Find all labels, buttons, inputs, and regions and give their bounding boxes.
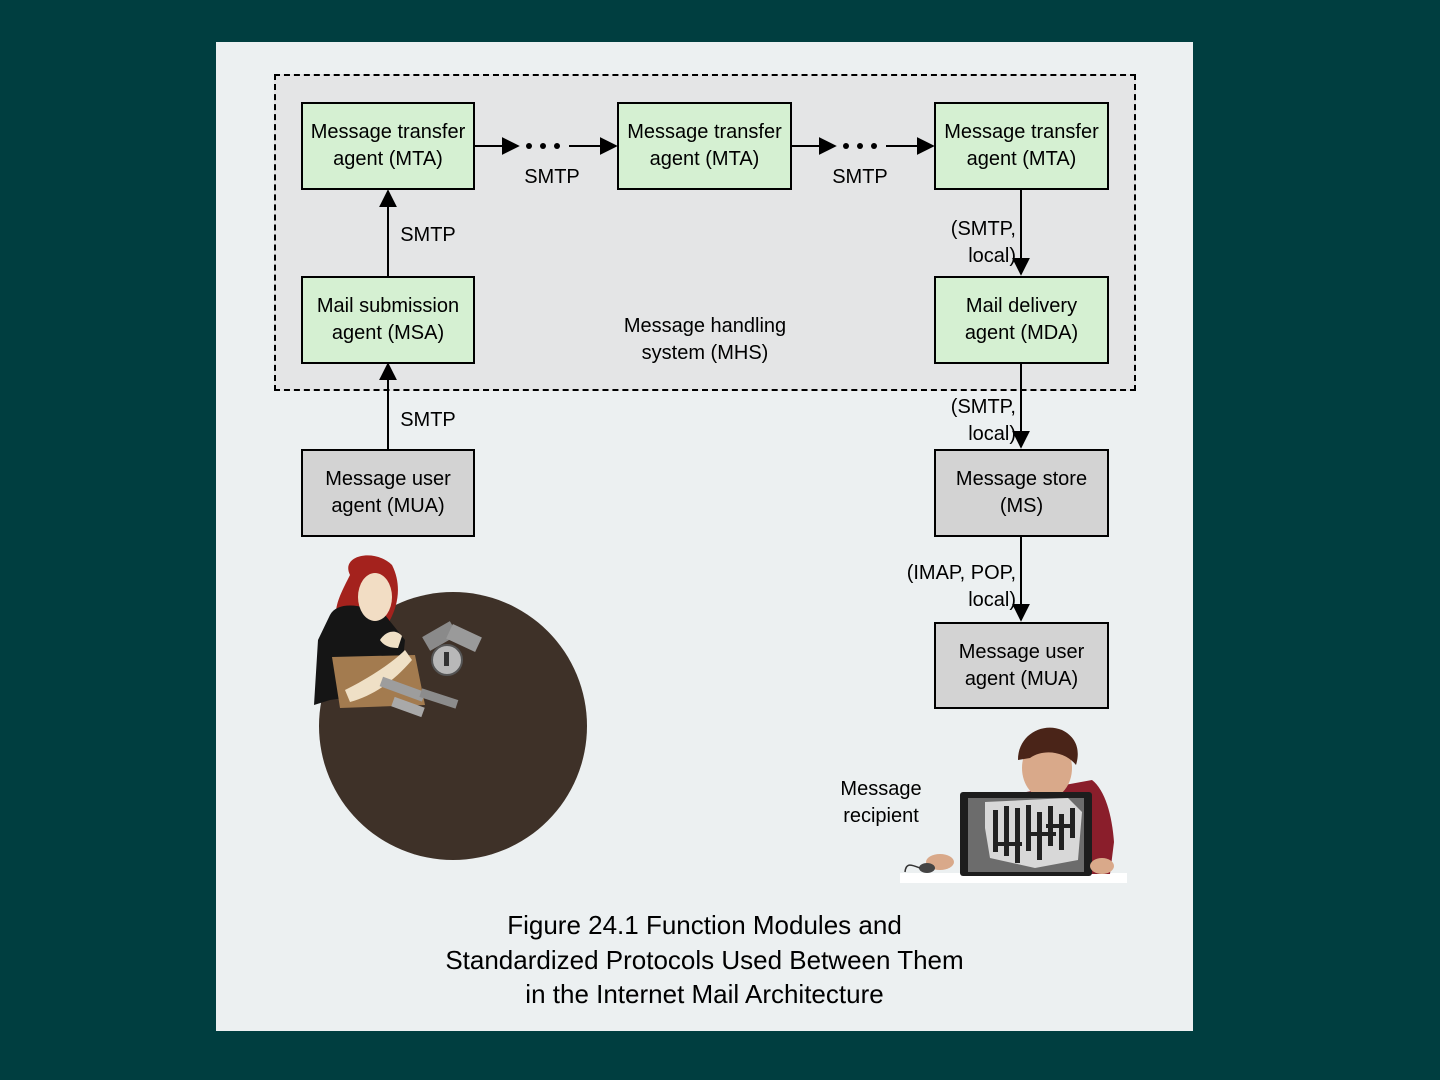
edge-mta1-mta2 xyxy=(475,137,618,155)
msa-node: Mail submission agent (MSA) xyxy=(301,276,475,364)
figure-caption: Figure 24.1 Function Modules and Standar… xyxy=(445,910,964,1009)
label-ms-mua: (IMAP, POP, local) xyxy=(906,562,1016,611)
label-mta3-mda: (SMTP, local) xyxy=(950,218,1016,267)
label-mua-msa: SMTP xyxy=(400,409,456,431)
woman-at-desk-illustration xyxy=(314,555,587,860)
label-msa-mta1: SMTP xyxy=(400,224,456,246)
mta-node-1: Message transfer agent (MTA) xyxy=(301,102,475,190)
man-at-laptop-illustration xyxy=(900,727,1127,883)
recipient-label: Message recipient xyxy=(840,778,922,827)
mta-node-3: Message transfer agent (MTA) xyxy=(934,102,1109,190)
label-mda-ms: (SMTP, local) xyxy=(950,396,1016,445)
mta-node-2: Message transfer agent (MTA) xyxy=(617,102,792,190)
mda-node: Mail delivery agent (MDA) xyxy=(934,276,1109,364)
recipient-mua-node: Message user agent (MUA) xyxy=(934,622,1109,709)
label-mta2-mta3: SMTP xyxy=(832,166,888,188)
sender-mua-node: Message user agent (MUA) xyxy=(301,449,475,537)
ms-node: Message store (MS) xyxy=(934,449,1109,537)
mhs-label: Message handling system (MHS) xyxy=(623,315,787,364)
edge-mta2-mta3 xyxy=(792,137,935,155)
label-mta1-mta2: SMTP xyxy=(524,166,580,188)
